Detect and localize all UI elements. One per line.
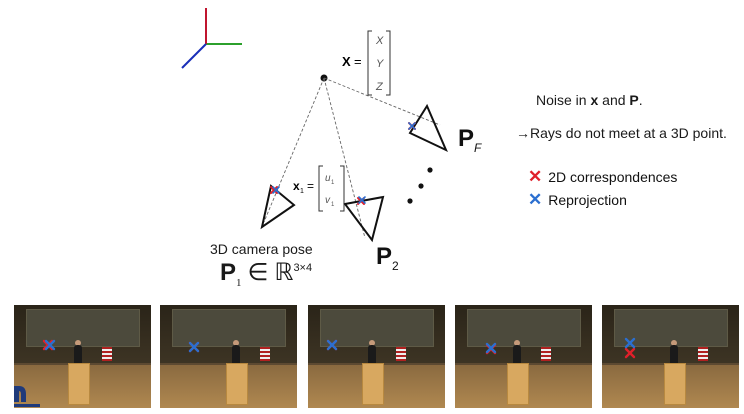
image-markers: [270, 122, 416, 205]
legend-reprojection-marker: ✕: [528, 190, 543, 209]
correspondence-marker: [624, 347, 636, 359]
camera-2-label: P2: [376, 243, 399, 273]
observation-component-v-sub: 1: [331, 202, 335, 208]
reprojection-marker: [326, 339, 338, 351]
pose-label: 3D camera pose: [210, 241, 313, 257]
ray-to-camera-2: [323, 77, 366, 239]
video-frame-4-markers: [485, 342, 497, 355]
point-component-x: X: [375, 35, 384, 47]
noise-note: Noise in x and P.: [536, 92, 643, 108]
camera-f-label: PF: [458, 125, 482, 155]
video-frame-2-markers: [188, 341, 200, 353]
video-frame-3: [308, 305, 445, 408]
video-frame-4: [455, 305, 592, 408]
ray-to-camera-1: [263, 77, 325, 223]
video-frame-5-markers: [624, 337, 636, 359]
rays-note: →Rays do not meet at a 3D point.: [516, 125, 727, 141]
institution-logo-icon: [14, 386, 40, 407]
point-equation: X = X Y Z: [342, 30, 391, 96]
video-frame-1-markers: [42, 339, 56, 351]
reprojection-marker-camera-1: [272, 186, 280, 194]
observation-component-u: u: [325, 173, 331, 184]
coordinate-axes: [181, 8, 242, 69]
equals-sign: =: [354, 54, 362, 69]
legend-correspondence: ✕ 2D correspondences: [528, 167, 677, 187]
point-symbol: X: [342, 54, 351, 69]
point-component-y: Y: [376, 58, 384, 70]
point-component-z: Z: [375, 81, 384, 93]
correspondence-marker: [42, 339, 54, 351]
reprojection-marker-camera-2: [358, 196, 366, 204]
camera-2: [343, 195, 385, 243]
observation-component-u-sub: 1: [331, 180, 335, 186]
axis-z: [181, 43, 207, 69]
reprojection-marker: [188, 341, 200, 353]
pose-equation: P1 ∈ ℝ3×4: [220, 259, 313, 289]
video-frame-5: [602, 305, 739, 408]
observation-equation: x 1 = u 1 v 1: [293, 165, 345, 212]
reprojection-marker: [44, 339, 56, 351]
equals-sign-2: =: [307, 179, 314, 193]
observation-subscript: 1: [300, 188, 304, 195]
camera-geometry-diagram: X = X Y Z x 1 = u 1 v 1: [181, 8, 448, 243]
camera-f: [408, 103, 448, 153]
legend-reprojection-label: Reprojection: [548, 192, 627, 208]
rays: [263, 77, 441, 239]
legend-reprojection: ✕ Reprojection: [528, 190, 627, 210]
reprojection-marker-camera-f: [408, 122, 416, 130]
ellipsis-dots: [407, 167, 433, 204]
observation-component-v: v: [325, 195, 331, 206]
observation-symbol: x: [293, 179, 300, 193]
reprojection-marker: [485, 342, 497, 354]
video-frames-strip: [14, 305, 744, 408]
legend-correspondence-marker: ✕: [528, 167, 543, 186]
video-frame-1: [14, 305, 151, 408]
camera-1: [260, 184, 296, 230]
video-frame-3-markers: [326, 339, 338, 351]
reprojection-marker: [624, 337, 636, 349]
ray-to-camera-f: [323, 77, 441, 126]
legend-correspondence-label: 2D correspondences: [548, 169, 678, 185]
correspondence-marker-camera-1: [270, 186, 278, 194]
video-frame-2: [160, 305, 297, 408]
